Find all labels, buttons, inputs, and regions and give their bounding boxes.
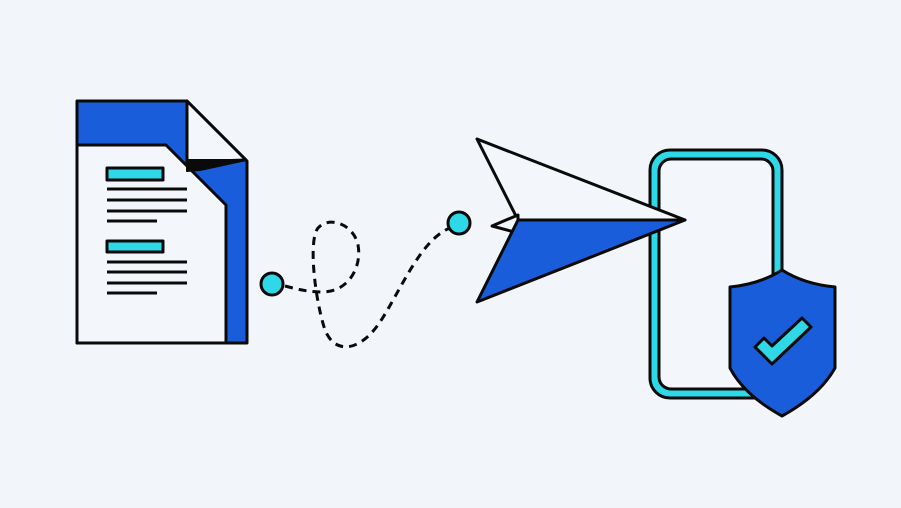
- check-icon: [753, 316, 813, 366]
- shield-check-icon: [728, 268, 837, 418]
- start-dot: [259, 271, 285, 297]
- end-dot: [446, 210, 472, 236]
- document-icon: [75, 99, 249, 345]
- dashed-path: [259, 210, 472, 349]
- paper-plane-icon: [475, 137, 687, 304]
